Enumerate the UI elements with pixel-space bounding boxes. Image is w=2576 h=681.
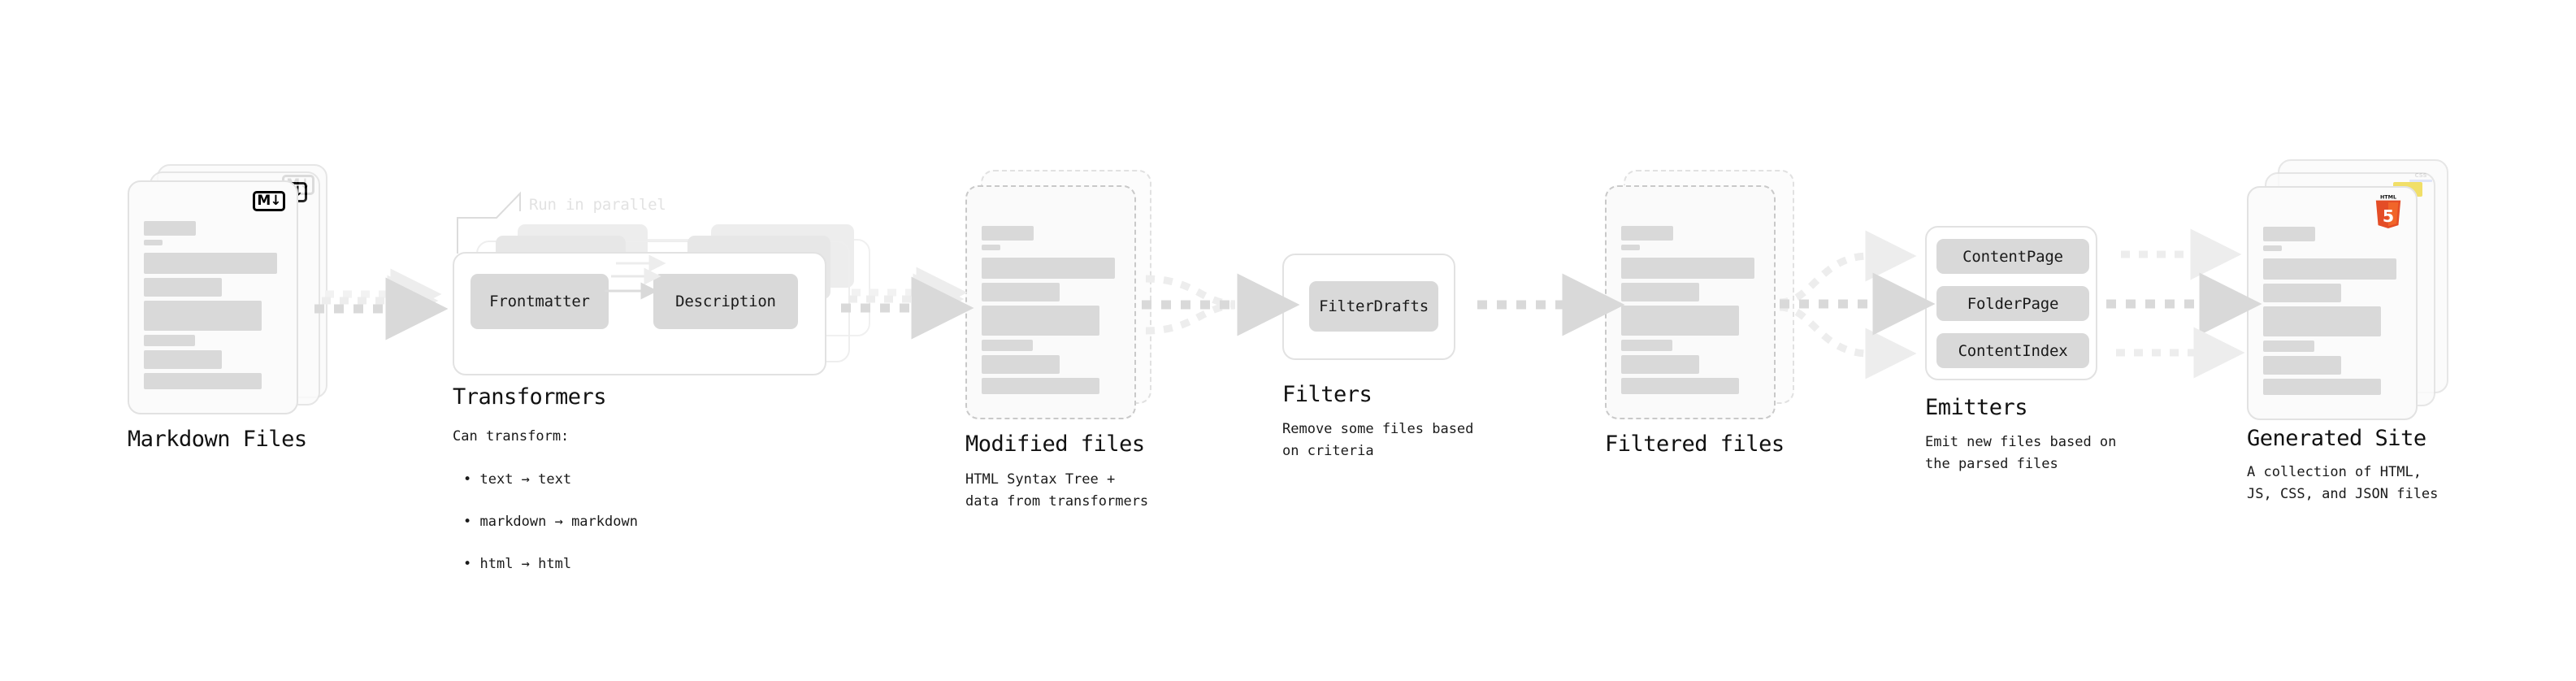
file-line <box>982 378 1099 394</box>
file-line <box>982 258 1115 279</box>
file-line <box>982 283 1060 301</box>
file-line <box>982 245 1000 250</box>
emitter-chip-folderpage[interactable]: FolderPage <box>1936 286 2089 321</box>
file-line <box>1621 226 1673 241</box>
file-line <box>2263 227 2315 241</box>
file-line <box>144 373 262 389</box>
filters-panel: FilterDrafts <box>1282 254 1455 360</box>
file-line <box>982 306 1099 336</box>
bullet-item: • text → text <box>463 471 572 488</box>
svg-text:5: 5 <box>2383 206 2394 226</box>
file-line <box>1621 258 1754 279</box>
filters-caption: Filters <box>1282 382 1373 407</box>
filtered-file-card-front <box>1605 185 1776 419</box>
file-line <box>144 221 196 236</box>
transformer-chip-frontmatter[interactable]: Frontmatter <box>471 274 609 329</box>
file-line <box>2263 258 2396 280</box>
filter-chip-filterdrafts[interactable]: FilterDrafts <box>1309 281 1438 332</box>
file-content-lines <box>144 221 284 393</box>
file-line <box>144 301 262 331</box>
filters-subtitle: Remove some files based on criteria <box>1282 421 1474 459</box>
emitters-subtitle: Emit new files based on the parsed files <box>1925 434 2117 472</box>
generated-site-caption: Generated Site <box>2247 426 2426 451</box>
emitter-chip-contentpage[interactable]: ContentPage <box>1936 239 2089 274</box>
modified-files-caption: Modified files <box>965 432 1145 457</box>
file-line <box>2263 284 2341 302</box>
bullet-item: • html → html <box>463 556 572 572</box>
file-content-lines <box>1621 226 1761 398</box>
file-line <box>2263 306 2381 336</box>
transformers-caption: Transformers <box>453 384 607 410</box>
markdown-icon-label: M↓ <box>257 193 281 209</box>
file-line <box>1621 378 1739 394</box>
file-line <box>2263 379 2381 395</box>
html5-icon: HTML 5 <box>2375 195 2401 229</box>
markdown-icon: M↓ <box>253 191 285 211</box>
file-line <box>1621 306 1739 336</box>
transformers-panel: Frontmatter Description <box>453 252 826 375</box>
modified-file-card-front <box>965 185 1136 419</box>
file-line <box>982 355 1060 374</box>
file-line <box>144 240 163 245</box>
site-file-card-front: HTML 5 <box>2247 186 2418 420</box>
emitters-panel: ContentPage FolderPage ContentIndex <box>1925 226 2097 380</box>
transformer-chip-description[interactable]: Description <box>653 274 798 329</box>
bullet-label: markdown → markdown <box>479 514 638 530</box>
file-line <box>2263 356 2341 375</box>
bullet-label: html → html <box>479 556 572 572</box>
file-line <box>1621 340 1672 351</box>
bullet-item: • markdown → markdown <box>463 514 638 530</box>
file-line <box>982 226 1034 241</box>
transformers-bullets: • text → text • markdown → markdown • ht… <box>463 448 638 596</box>
file-line <box>1621 283 1699 301</box>
connector-emitters-to-site <box>2106 228 2262 379</box>
connector-modified-to-filters <box>1142 273 1300 336</box>
file-line <box>2263 340 2314 352</box>
file-line <box>144 278 222 297</box>
file-line <box>982 340 1033 351</box>
file-line <box>2263 245 2282 251</box>
file-line <box>144 350 222 369</box>
emitters-caption: Emitters <box>1925 395 2028 420</box>
connector-filtered-to-emitters <box>1779 230 1936 380</box>
emitter-chip-contentindex[interactable]: ContentIndex <box>1936 333 2089 368</box>
bullet-label: text → text <box>479 471 572 488</box>
transformers-subtitle: Can transform: <box>453 428 570 445</box>
generated-site-subtitle: A collection of HTML, JS, CSS, and JSON … <box>2247 464 2439 502</box>
markdown-files-caption: Markdown Files <box>128 427 307 452</box>
file-line <box>144 253 277 274</box>
markdown-file-card-front: M↓ <box>128 180 298 414</box>
file-line <box>1621 245 1640 250</box>
file-line <box>1621 355 1699 374</box>
modified-files-subtitle: HTML Syntax Tree + data from transformer… <box>965 471 1149 510</box>
svg-text:HTML: HTML <box>2380 195 2396 200</box>
run-in-parallel-note: Run in parallel <box>529 196 666 214</box>
file-content-lines <box>982 226 1121 398</box>
file-line <box>144 335 195 346</box>
file-content-lines <box>2263 227 2403 399</box>
filtered-files-caption: Filtered files <box>1605 432 1785 457</box>
